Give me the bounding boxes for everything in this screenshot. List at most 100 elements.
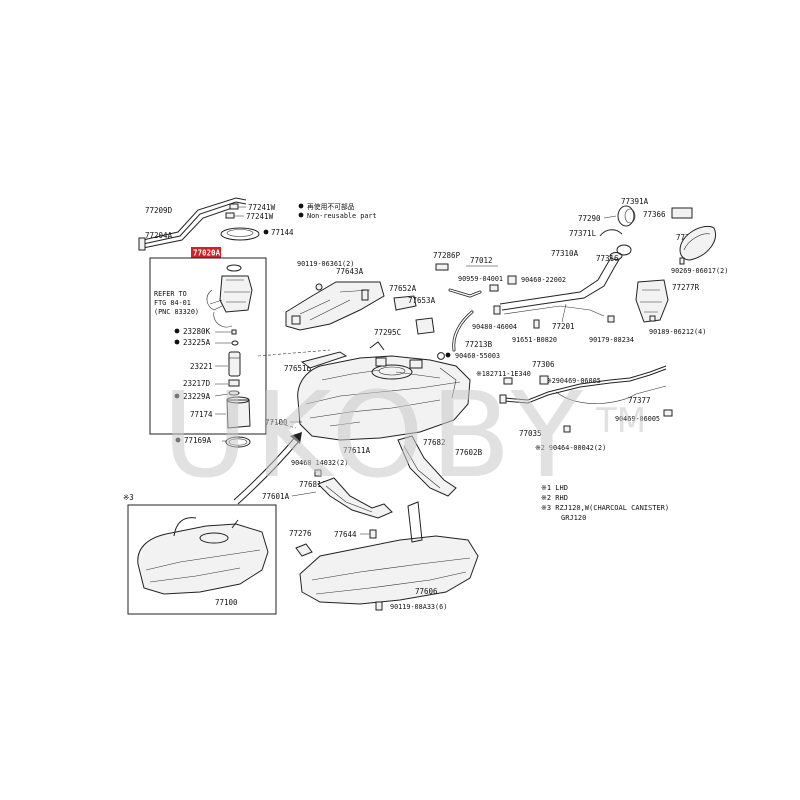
label-90464-00042: ※2 90464-00042(2) [535, 444, 606, 452]
filter-77174-top-shape [226, 396, 250, 404]
non-reusable-bullet-icon [298, 203, 304, 209]
label-77209D: 77209D [145, 206, 173, 215]
label-77174: 77174 [190, 410, 213, 419]
non-reusable-bullet-icon [174, 328, 180, 334]
label-77204A: 77204A [145, 231, 173, 240]
highlight-77020a-badge [191, 247, 221, 258]
filter-77174-shape [226, 399, 251, 429]
bolt-shape [533, 319, 540, 329]
evap-line-group: 77306 ※182711-1E340 ※290469-06005 77377 … [476, 360, 673, 452]
legend-line-3: ※3 RZJ120,W(CHARCOAL CANISTER) [541, 504, 669, 512]
evap-tube-branch-shape [555, 385, 667, 404]
oring-23280k-shape [231, 329, 237, 335]
label-77681A: 77681A [299, 480, 327, 489]
hose-77012-shape [449, 289, 481, 297]
legend-line-2: ※2 RHD [541, 494, 568, 502]
clip-shape [493, 305, 501, 315]
screw-shape [649, 315, 656, 322]
protector-group: 90119-06361(2) 77643A 77652A 77653A 7729… [284, 260, 436, 373]
label-90460-22002: 90460-22002 [521, 276, 566, 284]
label-77601A: 77601A [262, 492, 290, 501]
tank-contour-shape [149, 567, 241, 583]
bolt-shape [315, 283, 323, 291]
pad-77276-shape [295, 543, 313, 557]
inset-tank: ※3 77100 [123, 493, 277, 615]
nut-shape [607, 315, 615, 323]
leader-line [561, 303, 567, 323]
label-90460-55003: 90460-55003 [455, 352, 500, 360]
label-77377: 77377 [628, 396, 651, 405]
tank-contour-shape [305, 381, 461, 405]
gasket-77169a-shape [225, 436, 251, 448]
label-90469-06005-a: ※290469-06005 [546, 377, 601, 385]
legend-line-4: GRJ120 [561, 514, 586, 522]
legend: ※1 LHD ※2 RHD ※3 RZJ120,W(CHARCOAL CANIS… [541, 484, 669, 522]
label-90189-06212: 90189-06212(4) [649, 328, 706, 336]
clamp-shape [507, 275, 517, 285]
evap-tube-77035-shape [503, 368, 667, 404]
label-77611A: 77611A [343, 446, 371, 455]
label-23225A: 23225A [183, 338, 211, 347]
fuel-tank-77100-shape [297, 355, 471, 441]
label-91651-B0820: 91651-B0820 [512, 336, 557, 344]
clamp-shape [563, 425, 571, 433]
label-77144: 77144 [271, 228, 294, 237]
inset-arrow-shape [237, 439, 301, 505]
tank-fitting-shape [375, 357, 387, 367]
label-182711-1E340: ※182711-1E340 [476, 370, 531, 378]
pump-wire-shape [206, 289, 223, 311]
pump-wire-shape [213, 311, 233, 328]
band-77602b-shape [397, 435, 457, 497]
tank-pump-opening-shape [378, 366, 406, 376]
non-reusable-bullet-icon [263, 229, 269, 235]
clamp-shape [663, 409, 673, 417]
refer-line-1: REFER TO [154, 290, 187, 298]
label-77391A: 77391A [621, 197, 649, 206]
clamp-shape [437, 352, 445, 360]
protector-77643a-shape [285, 281, 385, 331]
inset-frame [127, 504, 277, 615]
tube-77209d-shape [142, 197, 247, 241]
non-reusable-bullet-icon [298, 212, 304, 218]
clamp-77295c-shape [369, 341, 385, 351]
clamp-shape [489, 284, 499, 292]
tube-connector-shape [138, 237, 146, 251]
filler-pipe-77201-breather-shape [503, 305, 605, 317]
label-90480-46004: 90480-46004 [472, 323, 517, 331]
label-77652A: 77652A [389, 284, 417, 293]
label-77286P: 77286P [433, 251, 461, 260]
filler-cap-group: 77391A 77290 77366 77371L 77350 77310A 7… [551, 197, 728, 336]
leader-line [603, 215, 617, 219]
inset-mark: ※3 [123, 493, 134, 502]
label-90468-14032: 90468 14032(2) [291, 459, 348, 467]
non-reusable-bullet-icon [174, 339, 180, 345]
clamp-shape [539, 375, 549, 385]
label-77602B: 77602B [455, 448, 483, 457]
strap-group: 77611A 90468 14032(2) 77682 77602B 77601… [262, 435, 483, 611]
label-77371L: 77371L [569, 229, 597, 238]
label-77366: 77366 [643, 210, 666, 219]
fuel-door-77350-shape [679, 226, 716, 261]
label-77276: 77276 [289, 529, 312, 538]
non-reusable-note: 再使用不可部品 Non-reusable part [298, 202, 377, 220]
refer-line-3: (PNC 83320) [154, 308, 199, 316]
band-77601a-shape [317, 477, 393, 519]
tank-contour-shape [309, 399, 441, 419]
band-77651b-shape [300, 351, 348, 369]
protector-hole-shape [361, 289, 369, 301]
tank-pump-opening-shape [371, 364, 413, 380]
label-77277R: 77277R [672, 283, 700, 292]
non-reusable-bullet-icon [174, 393, 180, 399]
hose-77213b-shape [453, 311, 473, 351]
label-77316: 77316 [596, 254, 619, 263]
label-77306: 77306 [532, 360, 555, 369]
tank-contour-shape [329, 367, 457, 427]
label-77606: 77606 [415, 587, 438, 596]
leader-line [209, 299, 223, 305]
non-reusable-note-en: Non-reusable part [307, 212, 377, 220]
label-77241W-a: 77241W [248, 203, 276, 212]
label-77012: 77012 [470, 256, 493, 265]
retainer-ring-77144-shape [220, 227, 260, 241]
label-77241W-b: 77241W [246, 212, 274, 221]
refer-line-2: FTG 84-01 [154, 299, 191, 307]
